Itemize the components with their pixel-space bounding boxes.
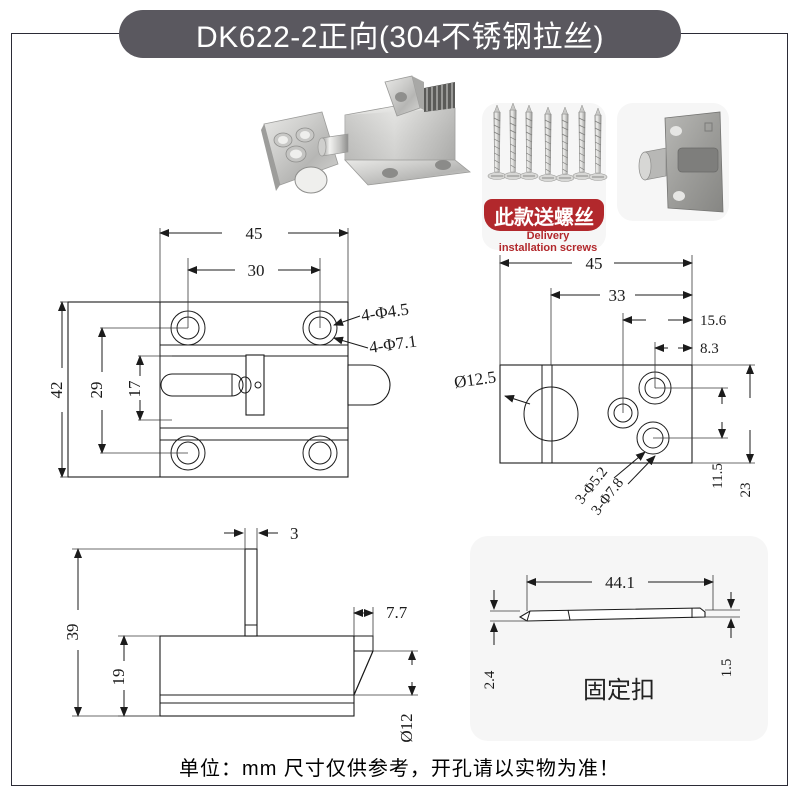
free-screws-badge: 此款送螺丝 [484,199,604,231]
fixing-buckle-caption-text: 固定扣 [583,677,655,704]
free-screws-badge-subtext: Delivery installation screws [478,230,618,254]
badge-sub-line2: installation screws [498,242,598,254]
free-screws-badge-text: 此款送螺丝 [494,206,594,229]
footer-note: 单位：mm 尺寸仅供参考，开孔请以实物为准！ [11,748,788,784]
fixing-buckle-panel [470,536,768,741]
footer-note-text: 单位：mm 尺寸仅供参考，开孔请以实物为准！ [179,757,620,780]
page-title: DK622-2正向(304不锈钢拉丝) [119,10,681,58]
fixing-buckle-caption: 固定扣 [470,670,768,705]
badge-sub-line1: Delivery [526,230,570,242]
page-title-text: DK622-2正向(304不锈钢拉丝) [196,21,604,54]
latch-face-photo-panel [617,103,729,221]
